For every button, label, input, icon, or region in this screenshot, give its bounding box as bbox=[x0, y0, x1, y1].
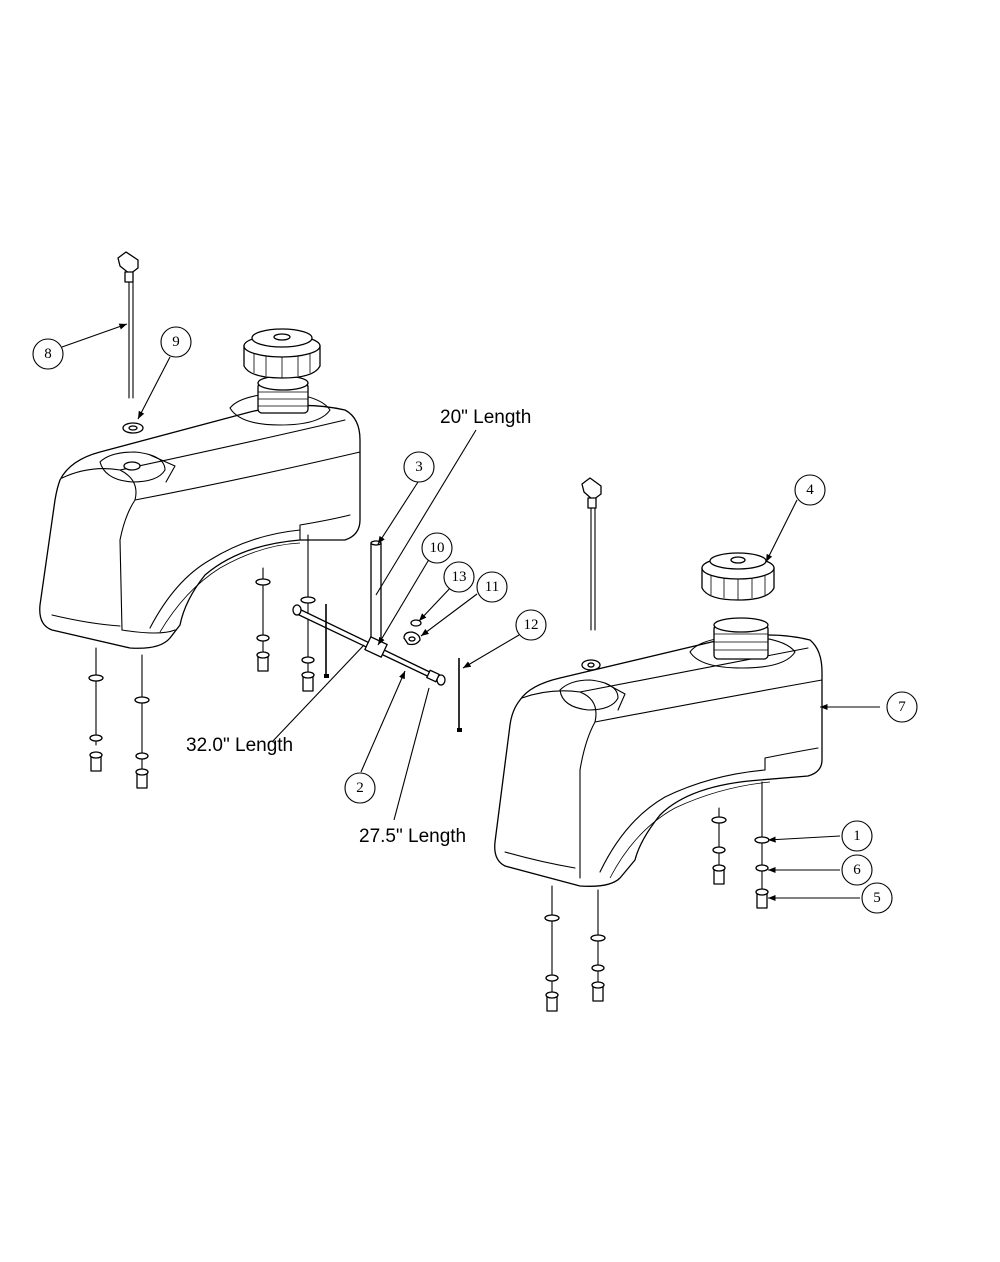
svg-text:5: 5 bbox=[873, 890, 881, 906]
bolt-stack bbox=[544, 885, 560, 1012]
callout-3: 3 bbox=[403, 451, 435, 483]
left-mount-hardware bbox=[88, 534, 316, 789]
right-filler-neck bbox=[713, 617, 769, 660]
svg-text:13: 13 bbox=[452, 569, 467, 585]
svg-text:11: 11 bbox=[485, 579, 499, 595]
callout-2: 2 bbox=[344, 772, 376, 804]
callout-11: 11 bbox=[476, 571, 508, 603]
svg-text:4: 4 bbox=[806, 482, 814, 498]
svg-text:6: 6 bbox=[853, 862, 861, 878]
svg-text:12: 12 bbox=[524, 617, 539, 633]
hose-length-27-label: 27.5" Length bbox=[359, 826, 466, 847]
left-fuel-sender bbox=[117, 251, 139, 399]
svg-text:8: 8 bbox=[44, 346, 52, 362]
callout-10: 10 bbox=[421, 532, 453, 564]
svg-text:7: 7 bbox=[898, 699, 906, 715]
callout-4: 4 bbox=[794, 474, 826, 506]
bolt-stack bbox=[255, 567, 271, 672]
bolt-stack bbox=[300, 534, 316, 692]
callout-9: 9 bbox=[160, 326, 192, 358]
bolt-stack bbox=[754, 781, 770, 909]
svg-text:1: 1 bbox=[853, 828, 861, 844]
bolt-stack bbox=[88, 647, 104, 772]
right-fuel-sender bbox=[581, 477, 602, 671]
hose-length-20-label: 20" Length bbox=[440, 407, 531, 428]
fuel-hose-assembly bbox=[292, 540, 462, 732]
bolt-stack bbox=[134, 654, 150, 789]
callout-8: 8 bbox=[32, 338, 64, 370]
leader-lines bbox=[61, 323, 880, 902]
callout-12: 12 bbox=[515, 609, 547, 641]
callout-1: 1 bbox=[841, 820, 873, 852]
left-fuel-cap bbox=[243, 328, 321, 379]
left-filler-neck bbox=[257, 375, 309, 414]
bolt-stack bbox=[711, 807, 727, 885]
bolt-stack bbox=[590, 889, 606, 1002]
callout-6: 6 bbox=[841, 854, 873, 886]
svg-text:3: 3 bbox=[415, 459, 423, 475]
right-fuel-tank bbox=[494, 634, 823, 887]
callout-5: 5 bbox=[861, 882, 893, 914]
left-sender-gasket bbox=[122, 422, 144, 434]
callout-13: 13 bbox=[443, 561, 475, 593]
right-mount-hardware bbox=[544, 781, 770, 1012]
svg-text:9: 9 bbox=[172, 334, 180, 350]
svg-text:2: 2 bbox=[356, 780, 364, 796]
callout-7: 7 bbox=[886, 691, 918, 723]
hose-length-32-label: 32.0" Length bbox=[186, 735, 293, 756]
left-fuel-tank bbox=[39, 392, 361, 649]
right-fuel-cap bbox=[701, 552, 775, 601]
svg-text:10: 10 bbox=[430, 540, 445, 556]
